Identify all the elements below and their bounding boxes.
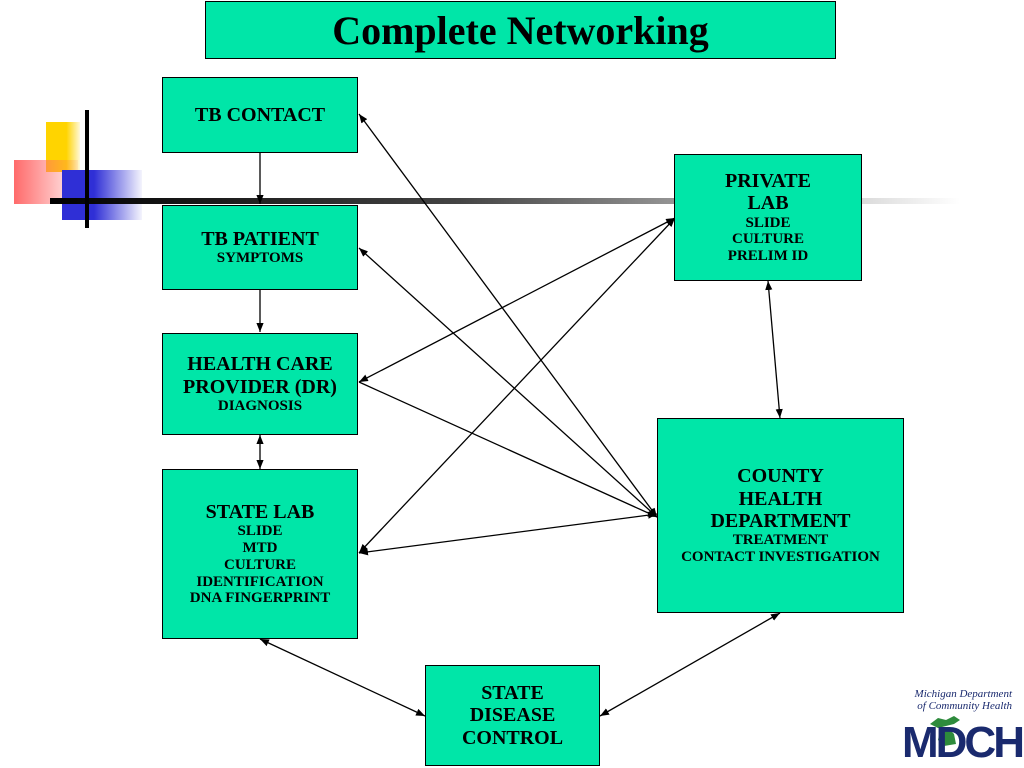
state-lab-detail-line: IDENTIFICATION [196,573,324,590]
logo-line-1: Michigan Department [914,688,1012,700]
hcp-title-line: PROVIDER (DR) [183,375,337,398]
arrow-contact-county [358,113,658,518]
tb-patient-detail-line: SYMPTOMS [216,250,304,267]
logo-wordmark: MDCH [902,718,1024,767]
private-lab-detail-line: PRELIM ID [727,248,809,265]
hcp-title-line: HEALTH CARE [187,353,333,376]
tb-patient-title-line: TB PATIENT [201,227,319,250]
arrow-statelab-statedisease [259,638,426,717]
state-disease-title-line: STATE [481,681,544,704]
county-title-line: COUNTY [737,465,824,488]
arrow-privatelab-county [765,280,783,419]
private-lab-title-line: PRIVATE [725,169,811,192]
private-lab-title-line: LAB [747,192,789,215]
state-lab-detail-line: MTD [242,540,278,556]
arrow-hcp-privatelab [358,217,676,383]
arrow-hcp-county [358,381,658,518]
state-lab-detail-line: CULTURE [224,556,296,573]
private-lab-detail-line: SLIDE [745,214,791,231]
county-detail-line: CONTACT INVESTIGATION [681,549,880,566]
tb-contact-box: TB CONTACT [162,77,358,153]
mdch-logo: Michigan Department of Community Health … [900,688,1024,768]
tb-contact-title-line: TB CONTACT [194,103,326,126]
county-detail-line: TREATMENT [732,532,829,549]
page-title: Complete Networking [205,1,836,59]
arrow-county-statedisease [599,612,781,717]
state-lab-detail-line: DNA FINGERPRINT [189,590,331,607]
arrow-patient-county [358,247,658,518]
arrow-statelab-county [358,511,658,556]
state-lab-detail-line: SLIDE [237,523,283,540]
state-lab-title-line: STATE LAB [205,500,315,523]
county-title-line: DEPARTMENT [710,509,851,532]
logo-line-2: of Community Health [917,700,1012,712]
private-lab-detail-line: CULTURE [732,231,804,248]
state-disease-title-line: DISEASE [469,704,556,727]
michigan-map-icon [930,716,960,746]
hcp-detail-line: DIAGNOSIS [217,397,303,414]
arrow-statelab-privatelab [358,217,676,554]
state-disease-title-line: CONTROL [461,726,564,749]
county-title-line: HEALTH [738,487,823,510]
